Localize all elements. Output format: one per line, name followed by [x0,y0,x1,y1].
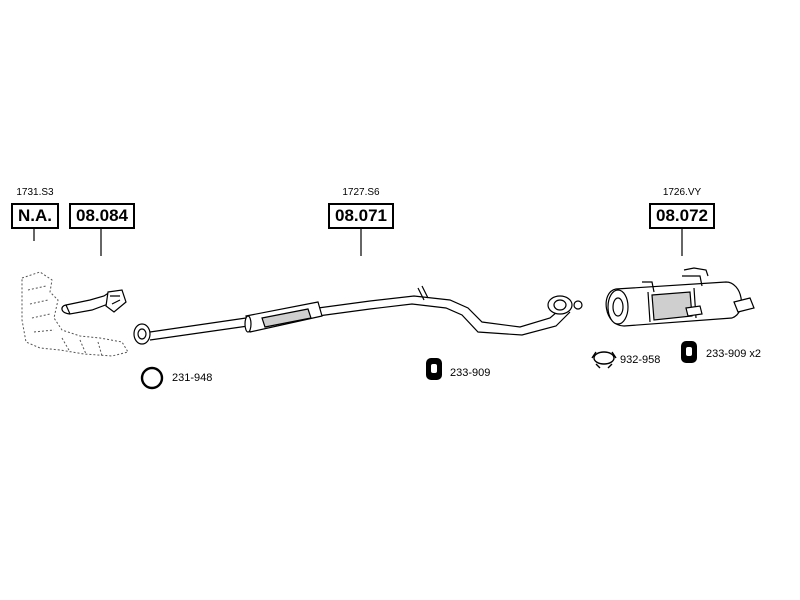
rubber-hanger-rear-icon [681,341,697,363]
clamp-icon [591,351,617,369]
part-ref-08071: 1727.S6 [342,187,380,198]
part-ref-08072: 1726.VY [662,187,702,198]
part-code-08071[interactable]: 08.071 [328,203,394,229]
rear-silencer [605,267,755,327]
centre-silencer [244,301,323,333]
accessory-label-ring: 231-948 [172,372,213,384]
part-ref-na: 1731.S3 [16,187,54,198]
centre-pipe-flange [547,295,583,315]
accessory-label-hanger-mid: 233-909 [450,367,491,379]
accessory-label-clamp: 932-958 [620,354,661,366]
part-code-08072[interactable]: 08.072 [649,203,715,229]
rubber-hanger-icon [426,358,442,380]
accessory-label-hanger-rear: 233-909 x2 [706,348,762,360]
ring-gasket-icon [140,366,164,390]
part-code-08084[interactable]: 08.084 [69,203,135,229]
centre-pipe [133,285,571,345]
part-code-na[interactable]: N.A. [11,203,59,229]
front-pipe [61,289,127,315]
exhaust-manifold [21,271,129,357]
